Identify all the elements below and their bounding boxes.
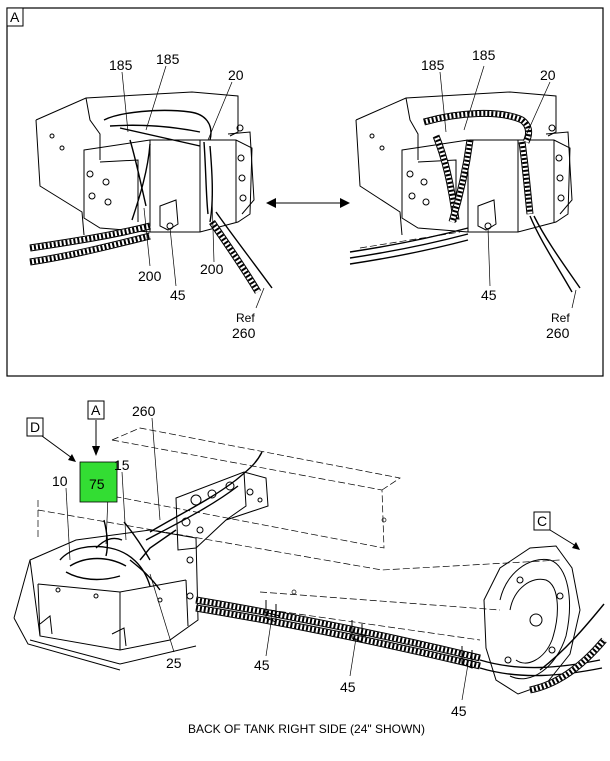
diagram-caption: BACK OF TANK RIGHT SIDE (24" SHOWN) <box>188 722 425 736</box>
callout-c-box <box>533 511 551 531</box>
callout-c-arrow <box>549 529 577 547</box>
callout-c-label: C <box>537 513 547 529</box>
left-label-20: 20 <box>228 67 244 83</box>
main-label-10: 10 <box>52 473 68 489</box>
highlight-part-75[interactable] <box>79 461 118 503</box>
left-label-200-b: 200 <box>200 261 224 277</box>
callout-a-label: A <box>91 402 101 418</box>
main-label-260: 260 <box>132 403 156 419</box>
main-label-45-b: 45 <box>340 679 356 695</box>
left-label-200-a: 200 <box>138 268 162 284</box>
right-label-185-a: 185 <box>421 57 445 73</box>
right-tank-bracket-view <box>349 65 581 309</box>
detail-a-frame <box>6 7 604 377</box>
right-label-260: 260 <box>546 325 570 341</box>
callout-d-box <box>26 417 44 437</box>
right-label-45: 45 <box>481 287 497 303</box>
left-label-185-a: 185 <box>109 57 133 73</box>
left-tank-bracket-view <box>29 65 273 309</box>
left-label-260: 260 <box>232 325 256 341</box>
main-label-45-a: 45 <box>254 657 270 673</box>
main-label-45-c: 45 <box>451 703 467 719</box>
callout-d-arrow <box>41 435 73 459</box>
main-label-25: 25 <box>166 655 182 671</box>
callout-d-label: D <box>30 419 40 435</box>
detail-a-tag <box>6 7 24 27</box>
left-label-185-b: 185 <box>156 51 180 67</box>
compare-double-arrow <box>266 198 350 208</box>
right-label-185-b: 185 <box>472 47 496 63</box>
highlight-part-75-label: 75 <box>89 476 105 492</box>
right-label-ref: Ref <box>551 311 570 325</box>
frame-rail-view <box>13 417 607 701</box>
main-label-15: 15 <box>114 457 130 473</box>
right-label-20: 20 <box>540 67 556 83</box>
callout-a-box <box>87 400 105 420</box>
detail-a-tag-label: A <box>10 9 20 25</box>
left-label-ref: Ref <box>236 311 255 325</box>
left-label-45: 45 <box>170 287 186 303</box>
